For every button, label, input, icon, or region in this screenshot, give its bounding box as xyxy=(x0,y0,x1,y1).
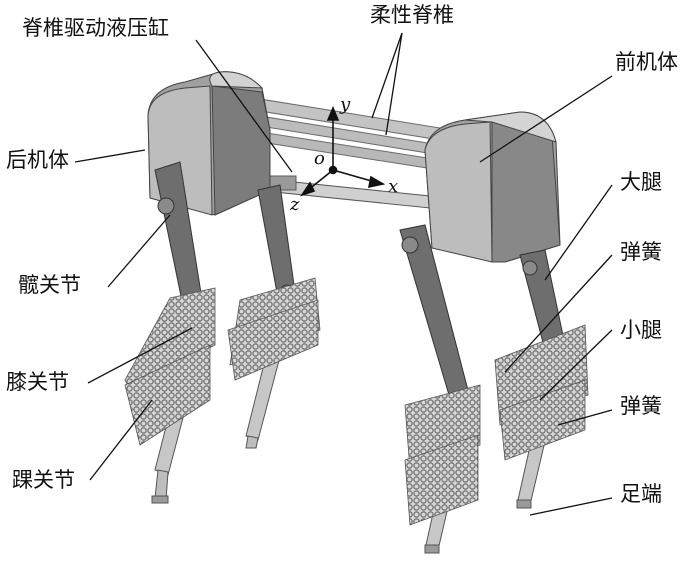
front-right-leg xyxy=(494,249,589,509)
axis-label-x: x xyxy=(388,176,399,197)
label-ankle-joint: 踝关节 xyxy=(12,468,75,492)
label-rear-body: 后机体 xyxy=(6,148,69,172)
label-knee-joint: 膝关节 xyxy=(6,370,69,394)
axis-label-z: z xyxy=(290,194,300,215)
label-spine-cylinder: 脊椎驱动液压缸 xyxy=(22,16,169,40)
label-thigh: 大腿 xyxy=(620,170,662,194)
rear-left-leg xyxy=(124,161,216,504)
coordinate-axes xyxy=(300,105,386,197)
front-left-leg xyxy=(399,224,481,554)
label-front-body: 前机体 xyxy=(615,50,678,74)
label-shank: 小腿 xyxy=(620,318,662,342)
label-flexible-spine: 柔性脊椎 xyxy=(370,3,454,27)
label-hip-joint: 髋关节 xyxy=(18,273,81,297)
axis-label-y: y xyxy=(340,94,351,115)
axis-label-origin: o xyxy=(314,148,325,169)
rear-right-leg xyxy=(227,184,321,449)
leader-lines xyxy=(74,32,613,516)
label-spring-lower: 弹簧 xyxy=(620,394,662,418)
front-body xyxy=(424,111,561,263)
label-foot-tip: 足端 xyxy=(620,482,662,506)
label-spring-upper: 弹簧 xyxy=(620,240,662,264)
